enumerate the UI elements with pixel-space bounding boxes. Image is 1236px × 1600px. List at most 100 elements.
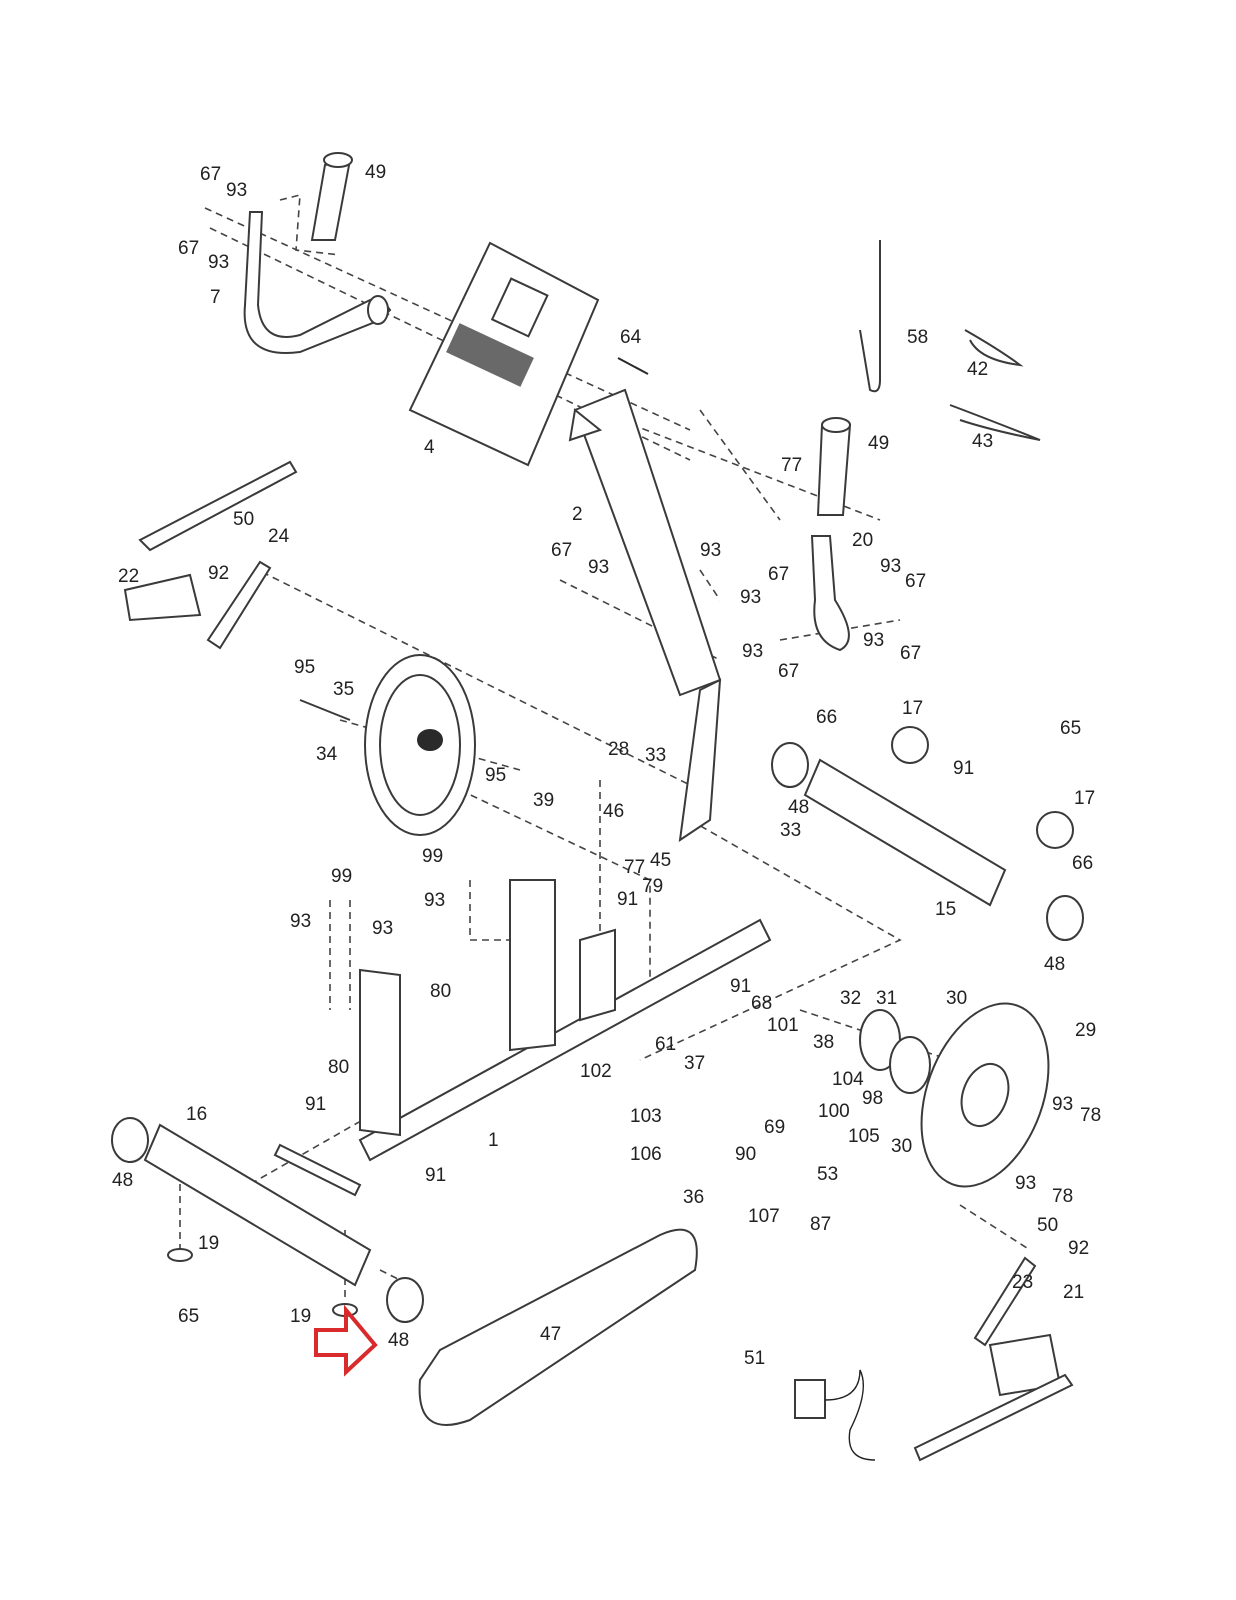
part-label-33: 33 xyxy=(780,820,801,841)
part-label-93: 93 xyxy=(863,630,884,651)
highlight-arrow-icon xyxy=(314,1304,378,1377)
part-4-console xyxy=(408,241,600,467)
part-34-pulley xyxy=(364,654,476,836)
part-label-35: 35 xyxy=(333,679,354,700)
part-label-30: 30 xyxy=(946,988,967,1009)
part-label-16: 16 xyxy=(186,1104,207,1125)
part-label-67: 67 xyxy=(768,564,789,585)
part-label-30: 30 xyxy=(891,1136,912,1157)
part-label-91: 91 xyxy=(730,976,751,997)
part-label-22: 22 xyxy=(118,566,139,587)
part-label-38: 38 xyxy=(813,1032,834,1053)
part-label-31: 31 xyxy=(876,988,897,1009)
part-label-93: 93 xyxy=(1015,1173,1036,1194)
part-label-92: 92 xyxy=(1068,1238,1089,1259)
part-label-93: 93 xyxy=(588,557,609,578)
part-label-33: 33 xyxy=(645,745,666,766)
part-label-50: 50 xyxy=(233,509,254,530)
part-label-37: 37 xyxy=(684,1053,705,1074)
part-49-grip-right xyxy=(816,417,852,516)
part-label-93: 93 xyxy=(700,540,721,561)
part-label-67: 67 xyxy=(778,661,799,682)
part-label-17: 17 xyxy=(1074,788,1095,809)
part-label-78: 78 xyxy=(1052,1186,1073,1207)
part-15-rear-stabilizer xyxy=(771,742,1084,941)
part-label-23: 23 xyxy=(1012,1272,1033,1293)
part-label-4: 4 xyxy=(424,437,435,458)
part-label-90: 90 xyxy=(735,1144,756,1165)
part-24-left-crank xyxy=(206,560,272,650)
part-49-grip xyxy=(310,152,353,241)
part-label-32: 32 xyxy=(840,988,861,1009)
part-label-95: 95 xyxy=(485,765,506,786)
part-label-77: 77 xyxy=(624,857,645,878)
part-label-17: 17 xyxy=(902,698,923,719)
part-47-belt xyxy=(418,1228,698,1426)
part-29-flywheel xyxy=(920,1002,1050,1188)
part-label-48: 48 xyxy=(1044,954,1065,975)
part-label-98: 98 xyxy=(862,1088,883,1109)
part-label-93: 93 xyxy=(740,587,761,608)
part-label-79: 79 xyxy=(642,876,663,897)
part-label-102: 102 xyxy=(580,1061,612,1082)
part-label-66: 66 xyxy=(816,707,837,728)
part-label-48: 48 xyxy=(112,1170,133,1191)
part-label-36: 36 xyxy=(683,1187,704,1208)
part-7-left-handlebar xyxy=(243,211,392,354)
part-label-78: 78 xyxy=(1080,1105,1101,1126)
part-label-107: 107 xyxy=(748,1206,780,1227)
part-42-wire xyxy=(964,329,1024,367)
part-23-right-crank xyxy=(973,1256,1037,1347)
part-label-49: 49 xyxy=(868,433,889,454)
part-label-29: 29 xyxy=(1075,1020,1096,1041)
part-label-15: 15 xyxy=(935,899,956,920)
part-label-67: 67 xyxy=(900,643,921,664)
part-label-39: 39 xyxy=(533,790,554,811)
part-label-28: 28 xyxy=(608,739,629,760)
part-label-95: 95 xyxy=(294,657,315,678)
part-label-43: 43 xyxy=(972,431,993,452)
part-58-pulse-cable xyxy=(859,240,881,393)
part-label-103: 103 xyxy=(630,1106,662,1127)
part-label-87: 87 xyxy=(810,1214,831,1235)
part-label-20: 20 xyxy=(852,530,873,551)
part-label-93: 93 xyxy=(290,911,311,932)
part-label-93: 93 xyxy=(208,252,229,273)
part-label-66: 66 xyxy=(1072,853,1093,874)
part-label-58: 58 xyxy=(907,327,928,348)
part-label-106: 106 xyxy=(630,1144,662,1165)
part-label-69: 69 xyxy=(764,1117,785,1138)
part-label-19: 19 xyxy=(198,1233,219,1254)
part-64 xyxy=(617,357,649,375)
part-label-61: 61 xyxy=(655,1034,676,1055)
part-label-91: 91 xyxy=(617,889,638,910)
part-label-91: 91 xyxy=(953,758,974,779)
part-16-front-stabilizer xyxy=(111,1117,424,1323)
part-label-65: 65 xyxy=(178,1306,199,1327)
part-label-99: 99 xyxy=(422,846,443,867)
part-label-53: 53 xyxy=(817,1164,838,1185)
part-22-left-pedal xyxy=(123,460,298,622)
part-label-92: 92 xyxy=(208,563,229,584)
part-label-50: 50 xyxy=(1037,1215,1058,1236)
part-35-axle xyxy=(299,699,351,721)
part-label-21: 21 xyxy=(1063,1282,1084,1303)
part-2-upright xyxy=(568,388,722,697)
part-51-adapter xyxy=(794,1369,876,1461)
part-label-46: 46 xyxy=(603,801,624,822)
part-label-93: 93 xyxy=(226,180,247,201)
part-label-7: 7 xyxy=(210,287,221,308)
part-label-93: 93 xyxy=(742,641,763,662)
part-label-67: 67 xyxy=(178,238,199,259)
part-label-93: 93 xyxy=(424,890,445,911)
part-label-104: 104 xyxy=(832,1069,864,1090)
part-label-24: 24 xyxy=(268,526,290,547)
part-label-91: 91 xyxy=(305,1094,326,1115)
part-17-wheel xyxy=(891,726,929,764)
part-label-93: 93 xyxy=(1052,1094,1073,1115)
part-label-49: 49 xyxy=(365,162,386,183)
part-label-19: 19 xyxy=(290,1306,311,1327)
part-label-67: 67 xyxy=(551,540,572,561)
